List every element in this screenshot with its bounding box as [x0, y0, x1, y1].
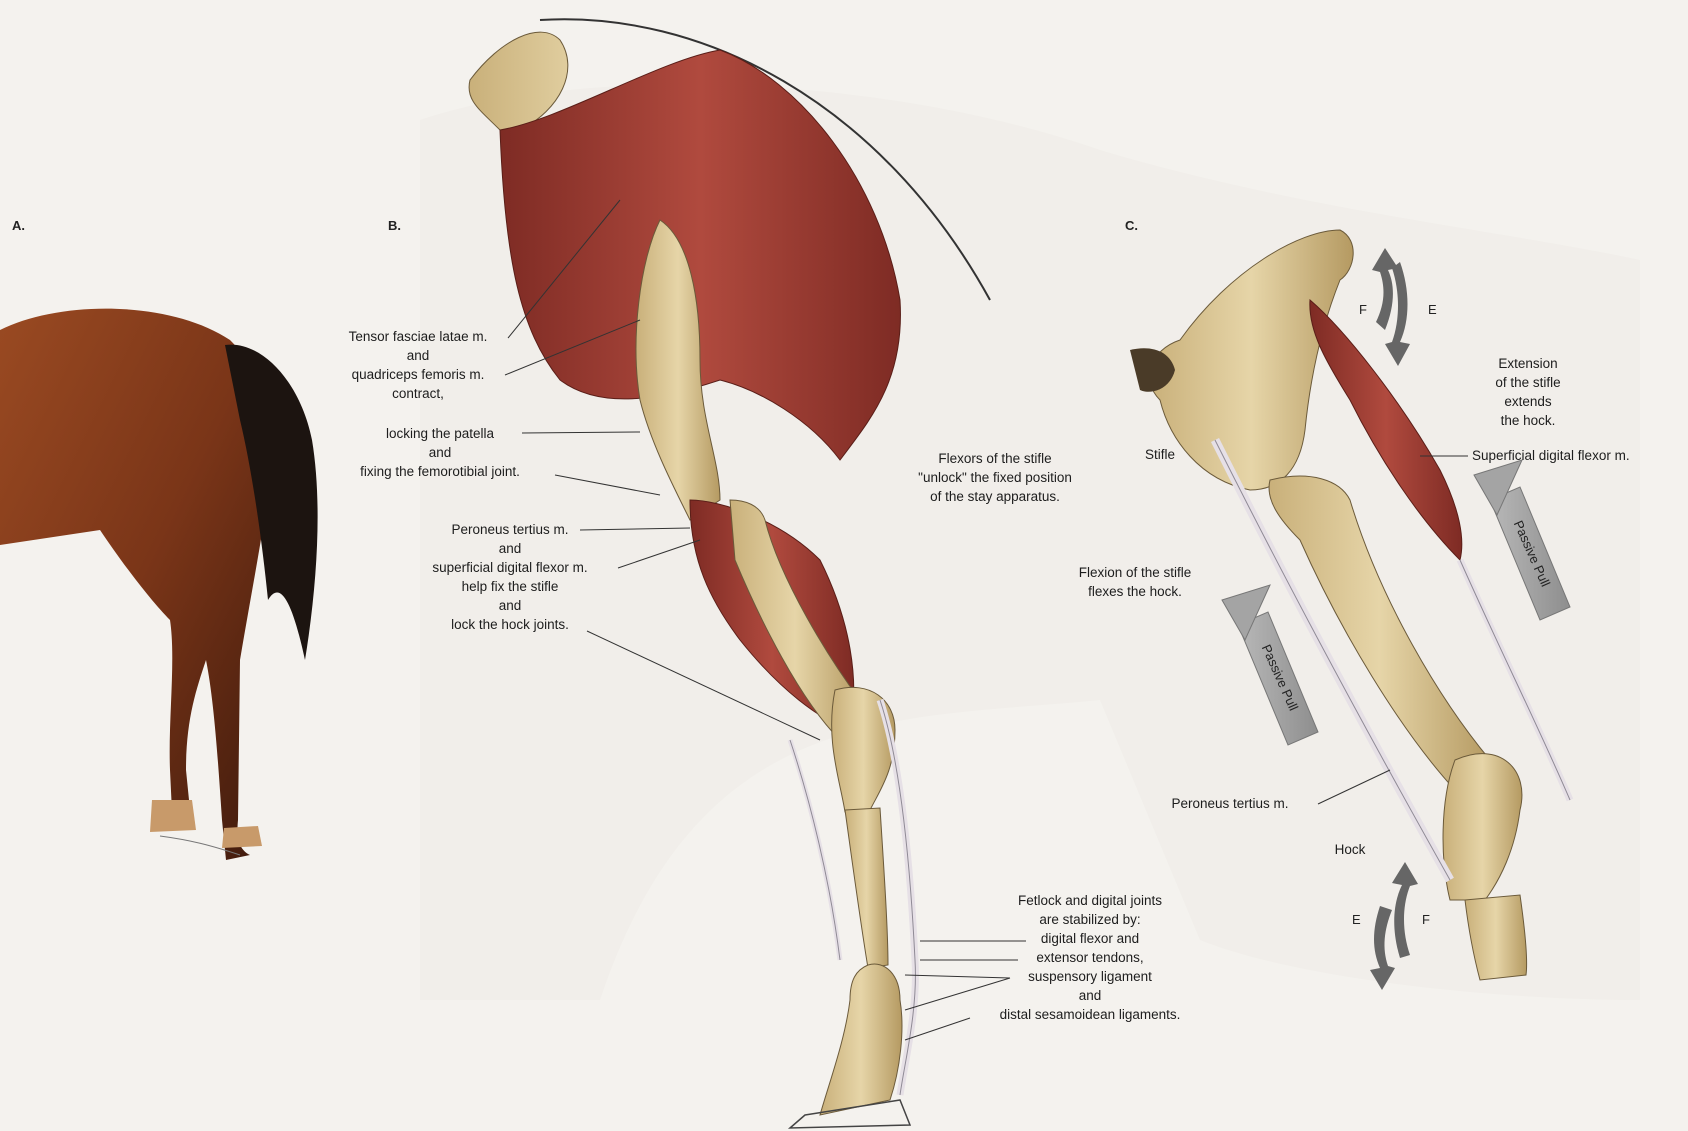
label-peroneus-sdf: Peroneus tertius m. and superficial digi…	[400, 520, 620, 634]
label-hock: Hock	[1325, 840, 1375, 859]
label-e-top: E	[1428, 302, 1437, 317]
label-locking-patella: locking the patella and fixing the femor…	[340, 424, 540, 481]
label-fetlock-stabilizers: Fetlock and digital joints are stabilize…	[970, 891, 1210, 1024]
panel-label-c: C.	[1125, 218, 1138, 233]
label-f-top: F	[1359, 302, 1367, 317]
label-flexors-stifle: Flexors of the stifle "unlock" the fixed…	[895, 449, 1095, 506]
label-stifle: Stifle	[1130, 445, 1190, 464]
label-tensor-quadriceps: Tensor fasciae latae m. and quadriceps f…	[326, 327, 510, 403]
label-peroneus-tertius: Peroneus tertius m.	[1150, 794, 1310, 813]
panel-a-horse-hindquarters	[0, 309, 318, 860]
label-extension-stifle: Extension of the stifle extends the hock…	[1468, 354, 1588, 430]
panel-label-a: A.	[12, 218, 25, 233]
label-flexion-stifle: Flexion of the stifle flexes the hock.	[1050, 563, 1220, 601]
label-e-bottom: E	[1352, 912, 1361, 927]
label-f-bottom: F	[1422, 912, 1430, 927]
label-superficial-digital-flexor: Superficial digital flexor m.	[1472, 446, 1630, 465]
panel-label-b: B.	[388, 218, 401, 233]
